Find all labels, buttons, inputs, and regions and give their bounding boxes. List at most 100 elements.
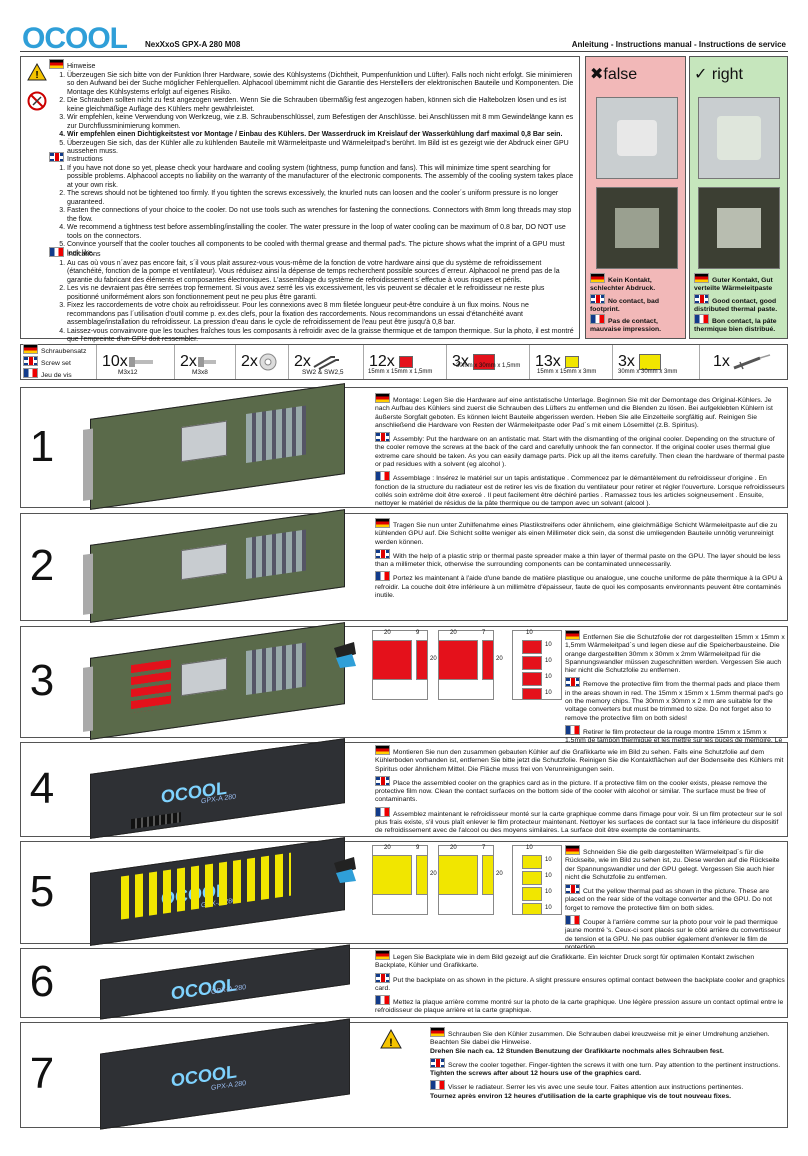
uk-flag-icon <box>375 972 390 983</box>
step-fr-text: Mettez la plaque arrière comme montré su… <box>375 999 784 1015</box>
notes-fr-title: Indications <box>67 251 101 258</box>
part-label: SW2 & SW2,5 <box>302 369 344 376</box>
step-fr-text: Couper à l'arrière comme sur la photo po… <box>565 918 781 951</box>
uk-flag-icon <box>590 293 605 304</box>
dim-label: 10 <box>545 642 552 648</box>
notes-fr-item: Laissez-vous convainvore que les touches… <box>67 328 577 345</box>
french-flag-icon <box>430 1080 445 1091</box>
german-flag-icon <box>375 518 390 528</box>
uk-flag-icon <box>565 884 580 895</box>
false-panel: ✖false Kein Kontakt, schlechter Abdruck.… <box>585 56 686 339</box>
step-de-text: Montage: Legen Sie die Hardware auf eine… <box>375 397 773 429</box>
dim-label: 20 <box>384 630 391 636</box>
step-text: Legen Sie Backplate wie in dem Bild geze… <box>375 950 785 1016</box>
step-text: Montage: Legen Sie die Hardware auf eine… <box>375 393 785 508</box>
screw-icon <box>197 357 216 367</box>
german-flag-icon <box>565 845 580 855</box>
step-fr-text: Assemblage : Insérez le matériel sur un … <box>375 475 785 508</box>
french-flag-icon <box>590 314 605 325</box>
step-en-text: With the help of a plastic strip or ther… <box>375 552 781 569</box>
screw-icon <box>128 357 153 367</box>
dim-label: 10 <box>545 873 552 879</box>
dim-label: 20 <box>496 656 503 662</box>
step-de-text: Entfernen Sie die Schutzfolie der rot da… <box>565 634 785 675</box>
step-fr-text: Assemblez maintenant le refroidisseur mo… <box>375 810 782 835</box>
part-item: 2x <box>237 345 289 379</box>
notes-fr-item: Au cas où vous n´avez pas encore fait, s… <box>67 260 577 286</box>
notes-en-item: If you have not done so yet, please chec… <box>67 165 577 191</box>
step-number: 6 <box>29 957 55 1006</box>
uk-flag-icon <box>565 677 580 688</box>
dim-label: 7 <box>482 845 486 851</box>
warning-icon: ! <box>380 1028 402 1049</box>
notes-de-item: Die Schrauben sollten nicht zu fest ange… <box>67 97 577 114</box>
peel-film-icon <box>334 857 356 883</box>
step-de-text: Schrauben Sie den Kühler zusammen. Die S… <box>430 1031 770 1047</box>
dim-label: 10 <box>545 658 552 664</box>
uk-flag-icon <box>49 152 64 162</box>
thermal-pad-yellow-large <box>638 354 661 370</box>
step-number: 7 <box>29 1049 55 1098</box>
right-label: ✓ right <box>694 65 743 85</box>
french-flag-icon <box>694 314 709 325</box>
step-fr-bold: Tournez après environ 12 heures d'utilis… <box>430 1092 732 1100</box>
notes-de-title: Hinweise <box>67 63 96 70</box>
dim-label: 20 <box>450 630 457 636</box>
french-flag-icon <box>375 806 390 817</box>
step-en-bold: Tighten the screws after about 12 hours … <box>430 1070 642 1078</box>
alphacool-logo: OCOOL <box>22 22 128 55</box>
step-text: Schneiden Sie die gelb dargestellten Wär… <box>565 845 785 952</box>
notes-de-item: Überzeugen Sie sich, das der Kühler alle… <box>67 140 577 157</box>
french-flag-icon <box>49 247 64 257</box>
step-de-text: Tragen Sie nun unter Zuhilfenahme eines … <box>375 522 778 546</box>
false-en-text: No contact, bad footprint. <box>590 297 659 313</box>
german-flag-icon <box>375 393 390 403</box>
part-qty: 2x <box>241 353 258 371</box>
right-de-text: Guter Kontakt, Gut verteilte Wärmeleitpa… <box>694 277 773 293</box>
step-en-text: Place the assembled cooler on the graphi… <box>375 779 768 804</box>
step-en-text: Put the backplate on as shown in the pic… <box>375 976 785 992</box>
dim-label: 20 <box>450 845 457 851</box>
step-number: 2 <box>29 541 55 590</box>
step-en-text: Assembly: Put the hardware on an antista… <box>375 436 785 468</box>
footprint-bad-image <box>596 97 678 179</box>
part-qty: 12x <box>369 353 395 371</box>
notes-de-item: Wir empfehlen, keine Verwendung von Werk… <box>67 114 577 131</box>
no-tools-icon <box>27 91 47 111</box>
part-label: 30mm x 30mm x 3mm <box>618 369 678 375</box>
right-en-text: Good contact, good distributed thermal p… <box>694 297 778 313</box>
german-flag-icon <box>375 745 390 755</box>
german-flag-icon <box>694 273 709 283</box>
false-de-text: Kein Kontakt, schlechter Abdruck. <box>590 277 656 293</box>
footprint-good-image <box>698 97 780 179</box>
check-icon: ✓ <box>694 66 712 83</box>
part-qty: 1x <box>713 353 730 371</box>
step-number: 5 <box>29 866 55 916</box>
german-flag-icon <box>375 950 390 960</box>
notes-fr-item: Les vis ne devraient pas être serrées tr… <box>67 285 577 302</box>
step-fr-text: Visser le radiateur. Serrer les vis avec… <box>448 1084 744 1092</box>
step-en-text: Screw the cooler together. Finger-tighte… <box>448 1061 781 1069</box>
german-flag-icon <box>565 630 580 640</box>
thermal-pad-red-large <box>472 354 495 370</box>
french-flag-icon <box>23 368 38 379</box>
part-item: 1x <box>701 345 787 379</box>
false-fr-text: Pas de contact, mauvaise impression. <box>590 318 662 334</box>
german-flag-icon <box>590 273 605 283</box>
french-flag-icon <box>565 914 580 925</box>
part-qty: 3x <box>618 353 635 371</box>
part-label: 15mm x 15mm x 3mm <box>537 369 597 375</box>
dim-label: 10 <box>545 690 552 696</box>
step-number: 4 <box>29 763 55 813</box>
parts-fr-label: Jeu de vis <box>41 372 72 380</box>
french-flag-icon <box>565 724 580 735</box>
part-label: M3x8 <box>192 369 208 376</box>
